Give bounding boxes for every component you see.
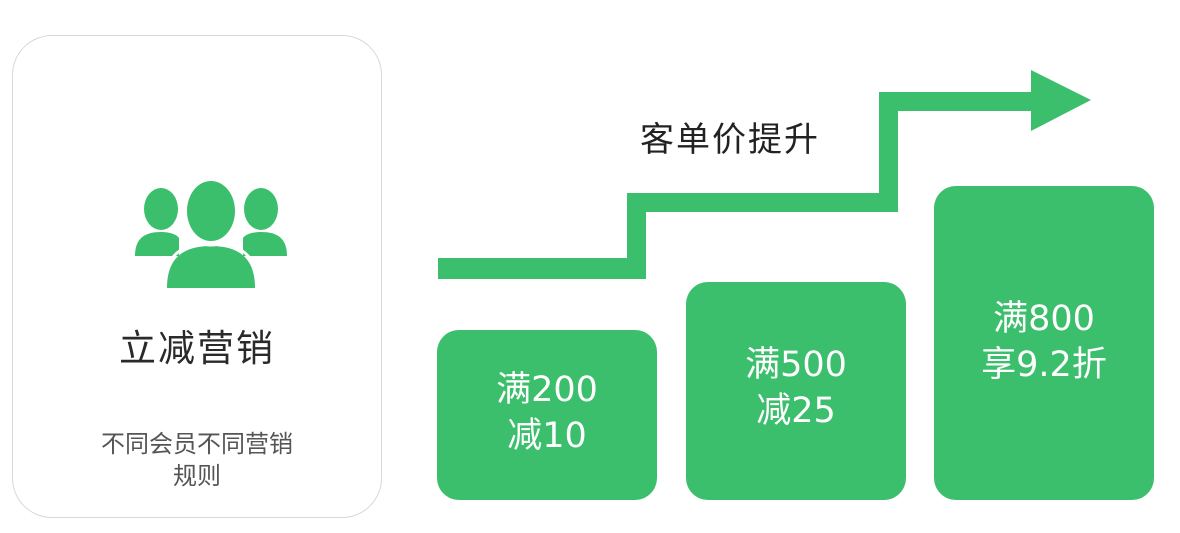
- card-description-line: 不同会员不同营销: [101, 430, 293, 458]
- tier-box-800: 满800 享9.2折: [934, 186, 1154, 500]
- tier-threshold: 满500: [745, 345, 847, 385]
- card-title: 立减营销: [119, 327, 275, 370]
- tier-benefit: 减25: [756, 391, 836, 431]
- tier-benefit: 减10: [507, 416, 587, 456]
- marketing-card: 立减营销 不同会员不同营销 规则: [12, 35, 382, 518]
- card-description-line: 规则: [173, 462, 221, 490]
- people-group-icon: [135, 176, 287, 288]
- tier-threshold: 满200: [496, 370, 598, 410]
- arrow-label: 客单价提升: [640, 120, 820, 160]
- tier-threshold: 满800: [993, 299, 1095, 339]
- tier-benefit: 享9.2折: [981, 345, 1107, 385]
- tier-box-200: 满200 减10: [437, 330, 657, 500]
- card-description: 不同会员不同营销 规则: [13, 428, 381, 492]
- tier-box-500: 满500 减25: [686, 282, 906, 500]
